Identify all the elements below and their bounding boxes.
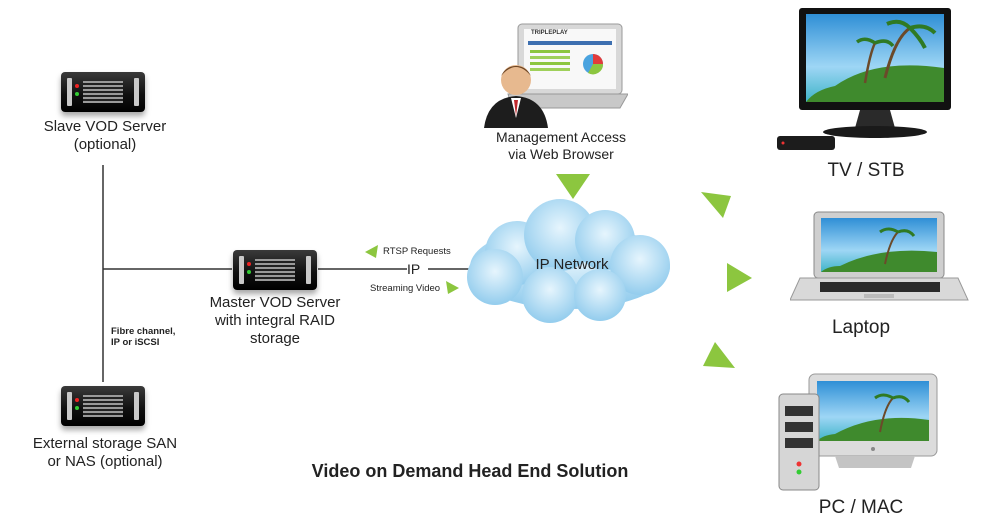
pc-mac-label: PC / MAC xyxy=(818,497,904,518)
rtsp-arrow-icon xyxy=(365,245,378,258)
ip-network-label: IP Network xyxy=(535,256,609,273)
management-station-icon xyxy=(484,23,628,128)
ip-network-cloud-icon xyxy=(467,199,670,323)
streaming-arrow-icon xyxy=(446,281,459,294)
management-label: Management Access via Web Browser xyxy=(496,129,626,162)
down-arrow-icon xyxy=(556,174,590,199)
rtsp-label: RTSP Requests xyxy=(383,246,451,257)
tripleplay-logo: TRIPLEPLAY xyxy=(531,30,568,36)
external-storage-icon xyxy=(61,386,145,426)
external-storage-label: External storage SAN or NAS (optional) xyxy=(32,435,178,470)
tv-stb-icon xyxy=(777,8,951,150)
arrow-to-laptop-icon xyxy=(727,263,752,292)
streaming-label: Streaming Video xyxy=(370,283,441,294)
slave-server-label: Slave VOD Server (optional) xyxy=(43,118,167,153)
arrow-to-pc-icon xyxy=(703,342,735,368)
arrow-to-tv-icon xyxy=(701,192,731,218)
slave-server-icon xyxy=(61,72,145,112)
tv-stb-label: TV / STB xyxy=(827,160,905,181)
pc-mac-icon xyxy=(778,373,938,491)
master-server-icon xyxy=(233,250,317,290)
master-server-label: Master VOD Server with integral RAID sto… xyxy=(209,294,341,347)
fibre-channel-label: Fibre channel, IP or iSCSI xyxy=(111,326,176,349)
ip-label: IP xyxy=(407,261,421,277)
laptop-label: Laptop xyxy=(831,317,891,338)
diagram-title: Video on Demand Head End Solution xyxy=(311,461,629,481)
laptop-icon xyxy=(790,211,969,301)
